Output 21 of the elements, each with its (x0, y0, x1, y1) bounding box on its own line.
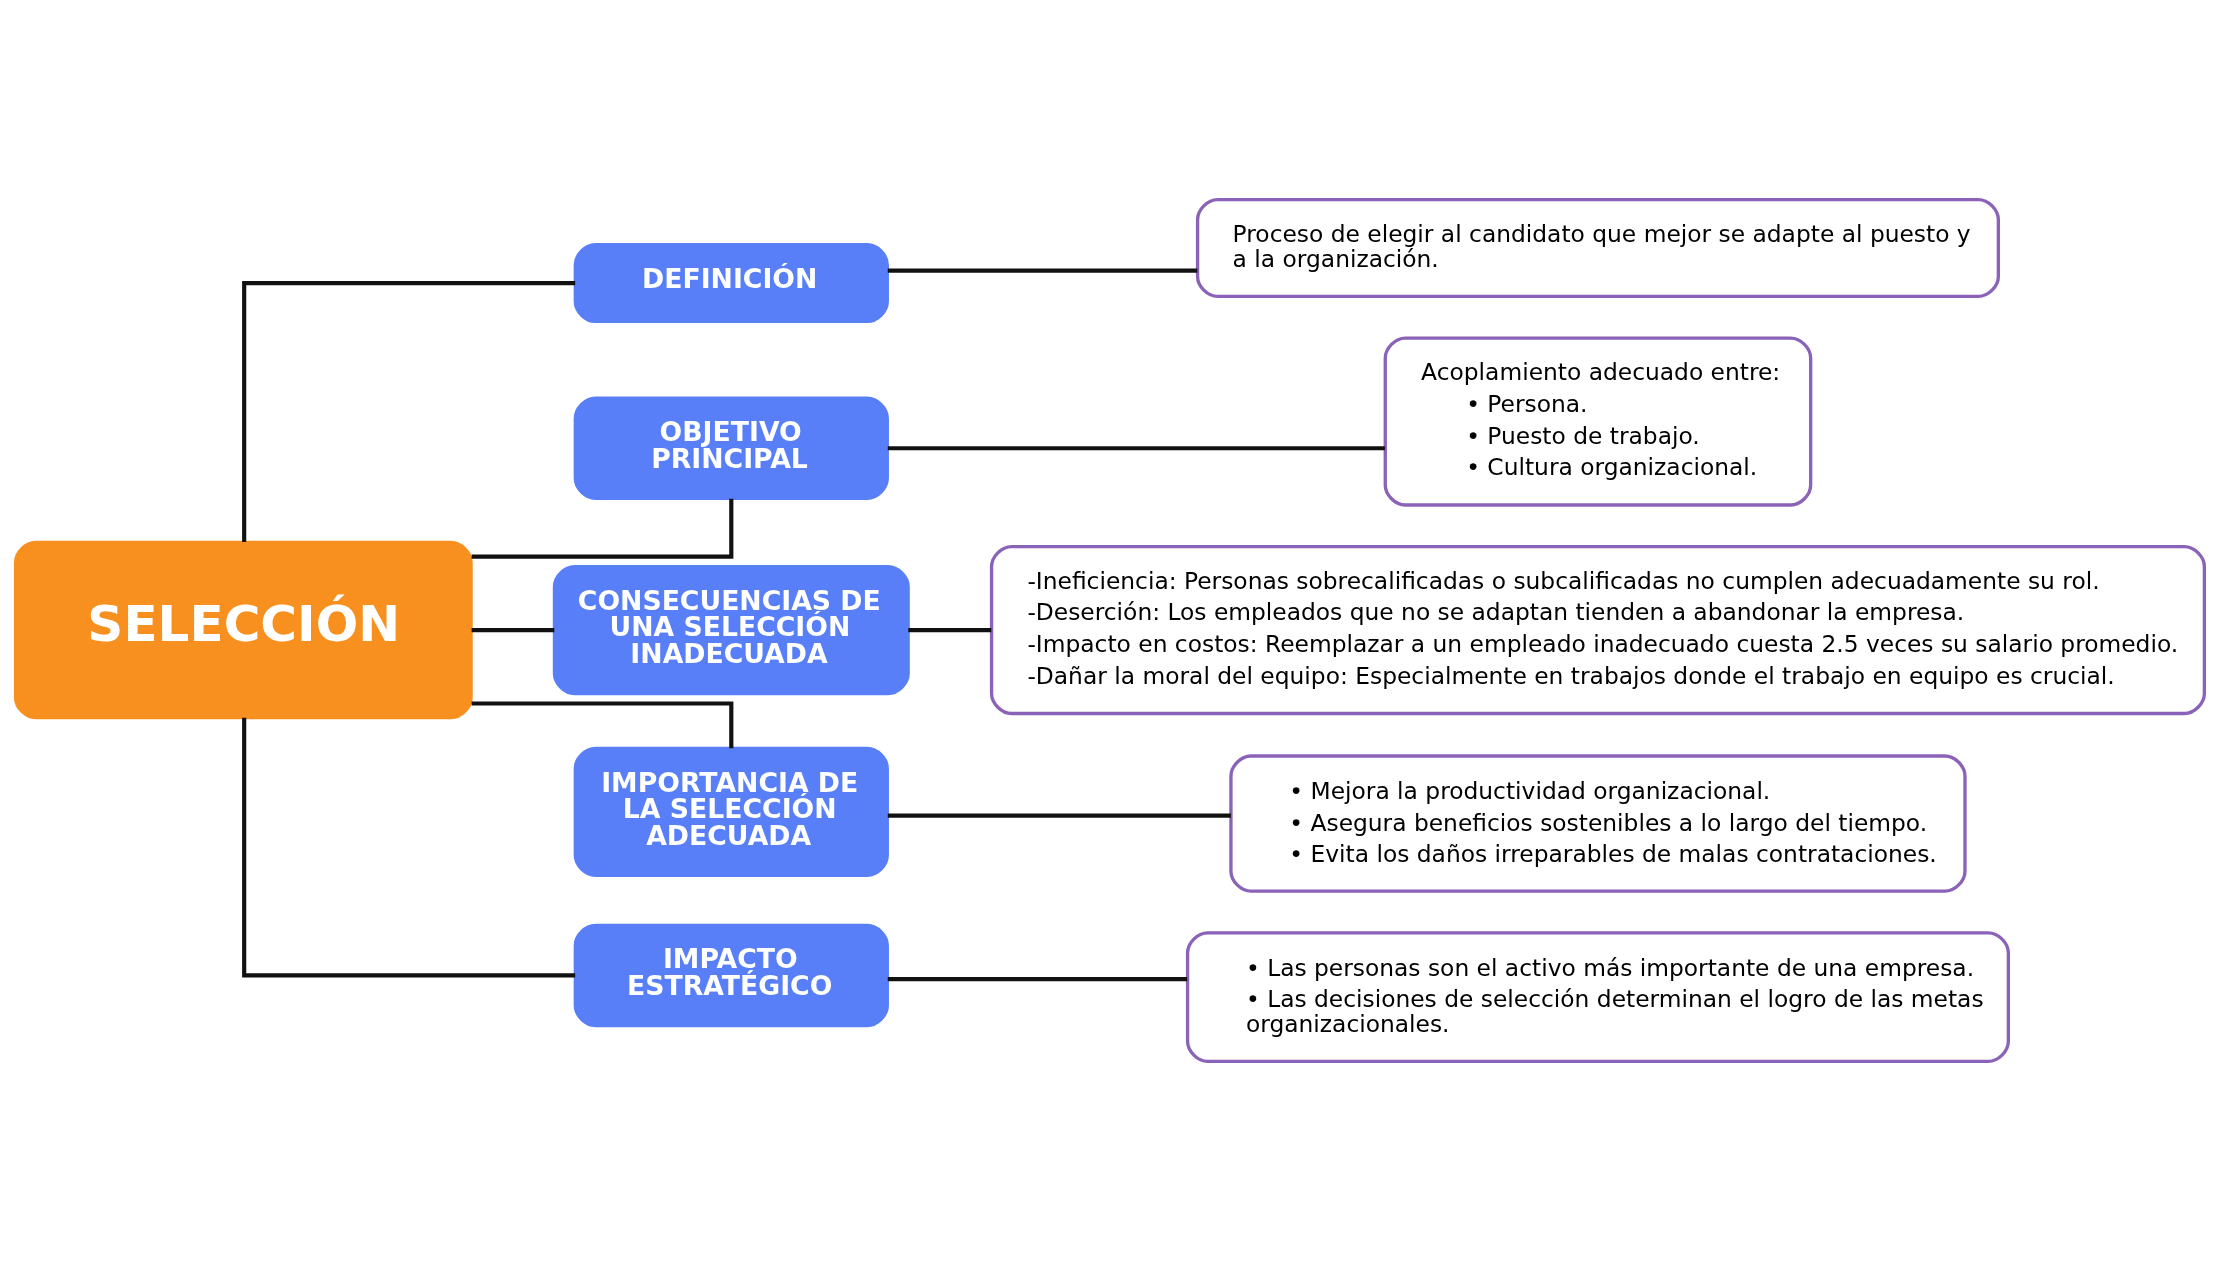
connector (242, 281, 576, 543)
node-box: IMPACTO ESTRATÉGICO (573, 923, 889, 1028)
connector (887, 813, 1231, 818)
node-box: CONSECUENCIAS DE UNA SELECCIÓN INADECUADA (552, 565, 910, 696)
node-box: Proceso de elegir al candidato que mejor se adapte al puesto y a la organización. (1195, 198, 2000, 299)
connector (887, 977, 1188, 982)
connector (242, 717, 576, 978)
connector (887, 268, 1198, 273)
connector (887, 446, 1385, 451)
node-box: SELECCIÓN (13, 540, 473, 720)
node-box: OBJETIVO PRINCIPAL (573, 396, 889, 500)
connector (471, 498, 734, 559)
connector (908, 628, 992, 633)
connector (471, 701, 734, 749)
node-box: DEFINICIÓN (573, 243, 889, 324)
node-box: Acoplamiento adecuado entre: • Persona. • Puesto de trabajo. • Cultura organizacional. (1383, 336, 1813, 507)
connector (471, 628, 555, 633)
node-box: • Mejora la productividad organizacional. • Asegura beneficios sostenibles a lo largo del tiempo. • Evita los daños irreparables de malas contrataciones. (1229, 754, 1967, 893)
node-box: IMPORTANCIA DE LA SELECCIÓN ADECUADA (573, 746, 889, 877)
node-box: • Las personas son el activo más importante de una empresa. • Las decisiones de selección determinan el logro de las metas organizacionales. (1185, 931, 2011, 1063)
node-box: -Ineficiencia: Personas sobrecalificadas o subcalificadas no cumplen adecuadamente su rol. -Deserción: Los empleados que no se adaptan tienden a abandonar la empresa. -Impacto en costos: Reemplazar a un empleado inadecuado cuesta 2.5 veces su salario promedio. -Dañar la moral del equipo: Especialmente en trabajos donde el trabajo en equipo es crucial. (989, 545, 2207, 716)
